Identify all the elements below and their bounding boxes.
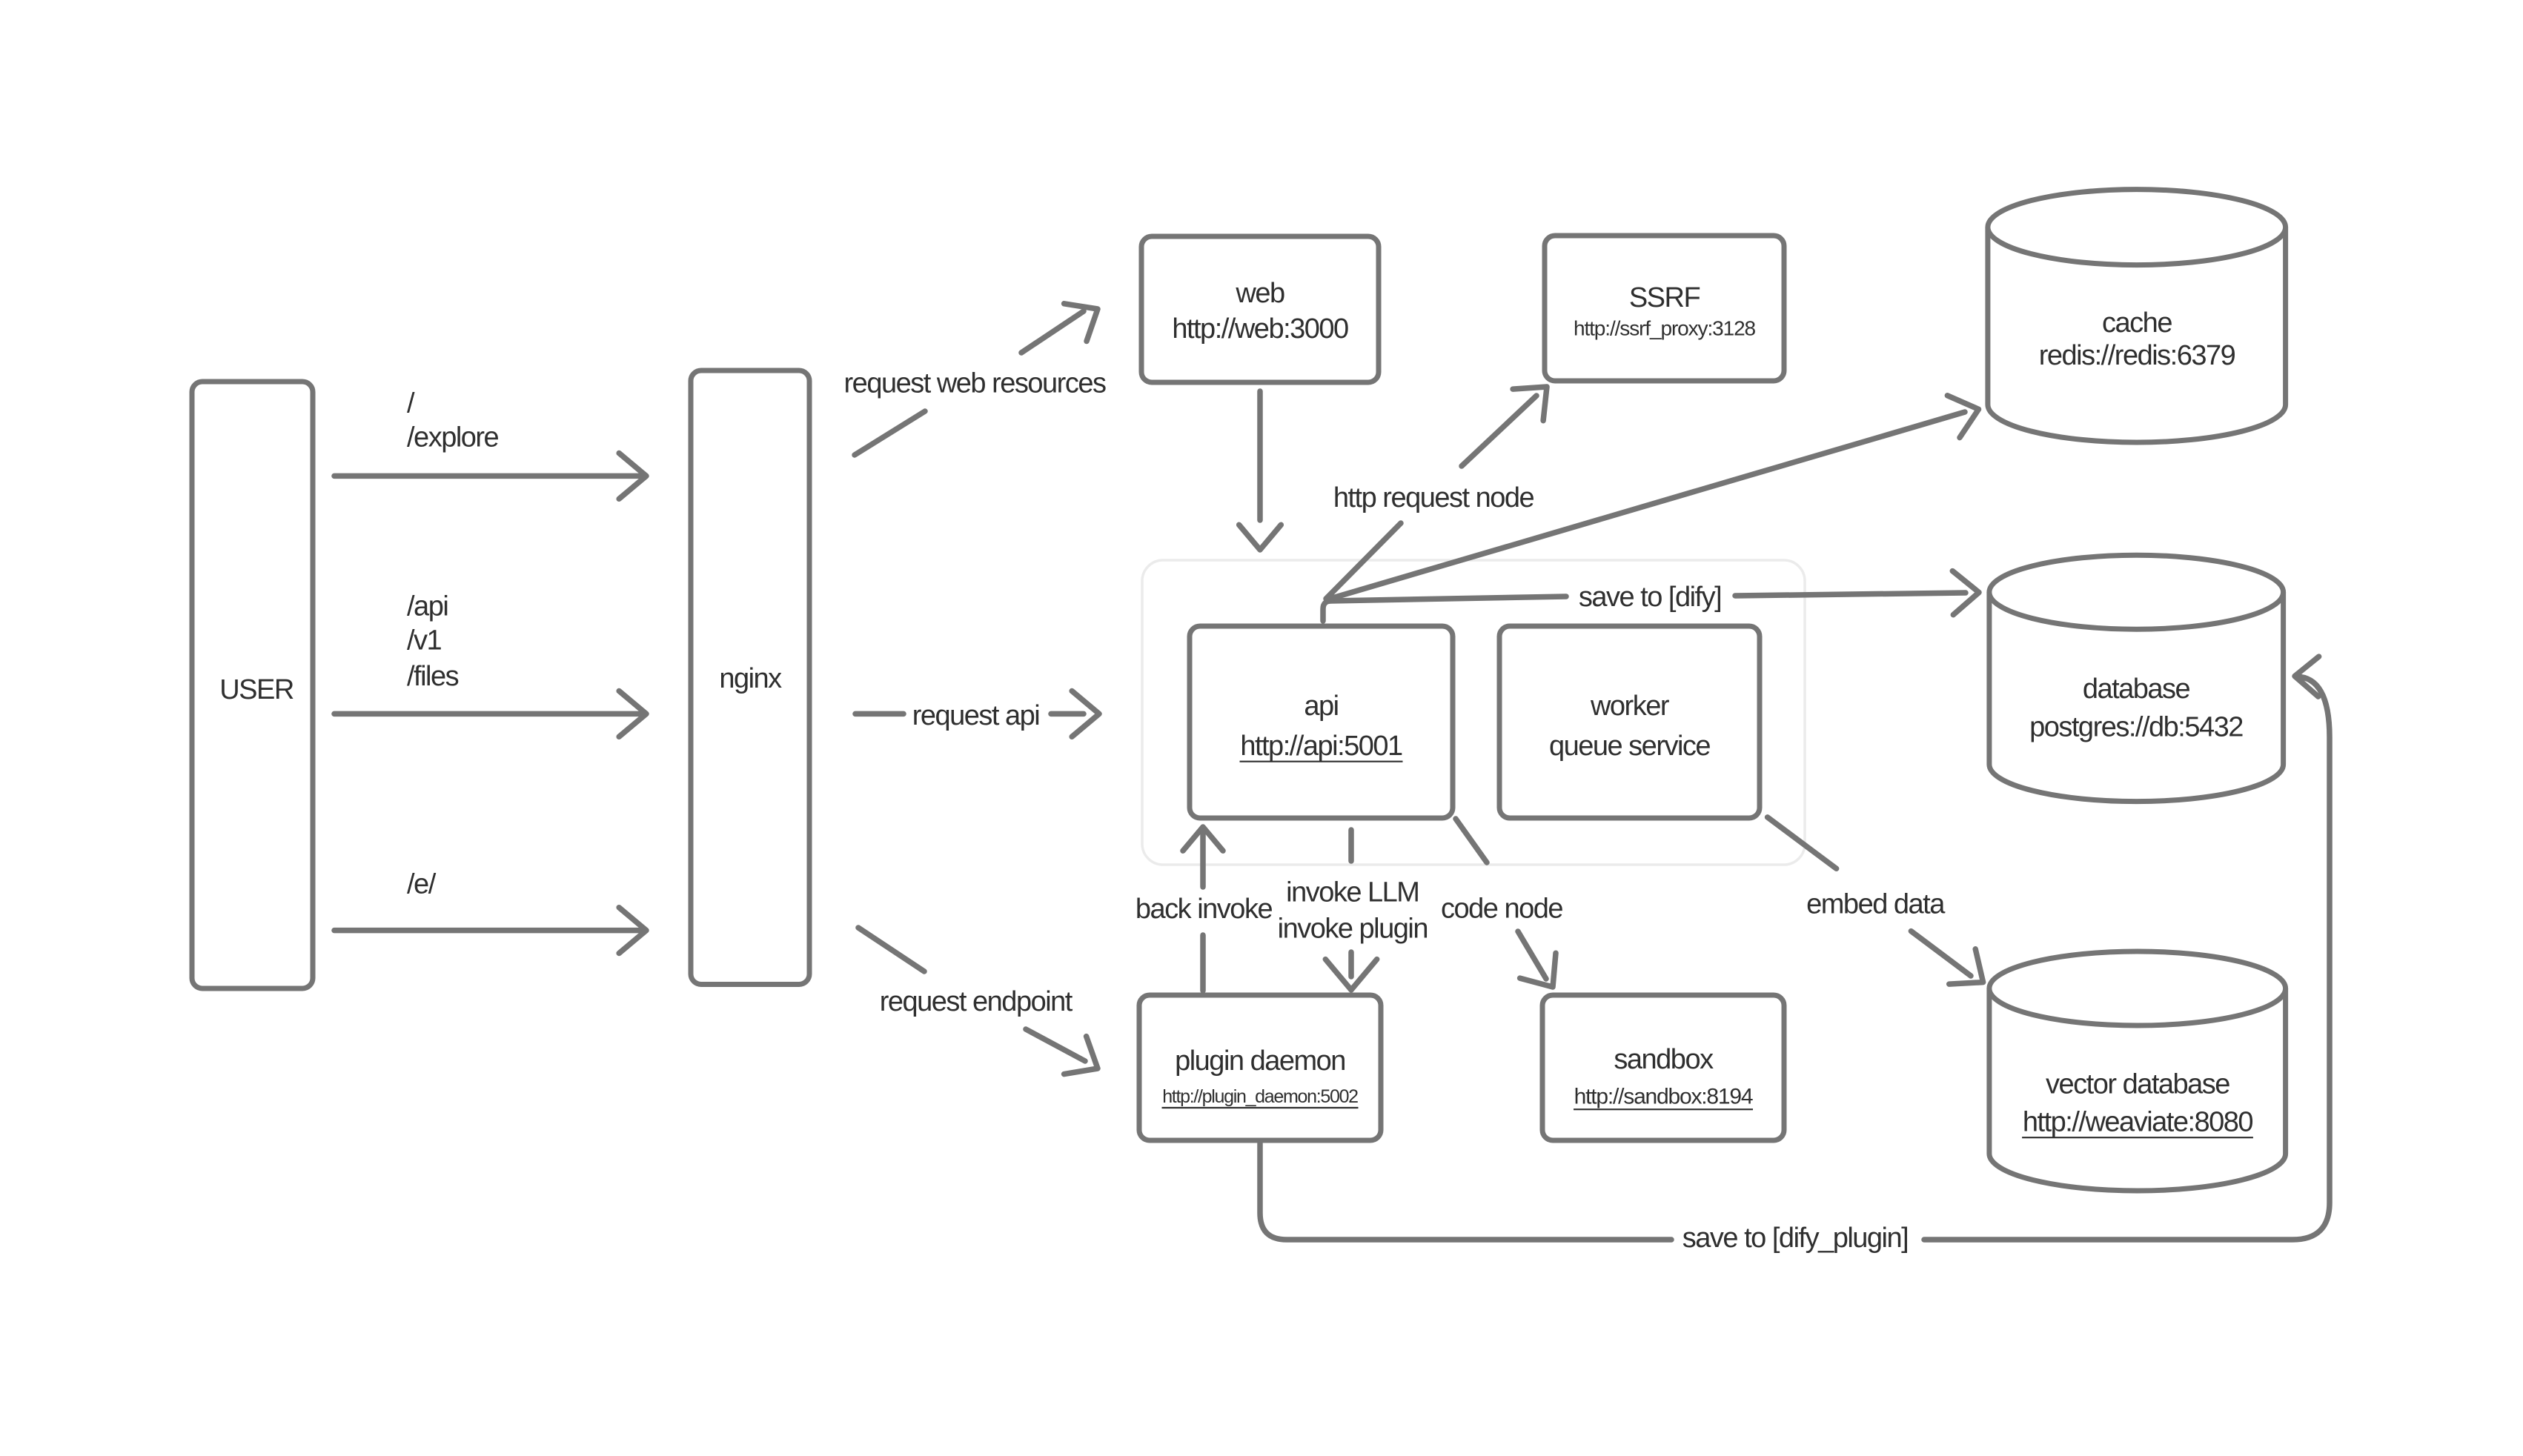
svg-text:nginx: nginx [719, 663, 782, 694]
svg-text:SSRF: SSRF [1629, 282, 1700, 313]
svg-text:back invoke: back invoke [1135, 894, 1273, 925]
svg-text:sandbox: sandbox [1614, 1044, 1714, 1075]
svg-text:plugin daemon: plugin daemon [1175, 1046, 1345, 1077]
svg-text:request web resources: request web resources [844, 368, 1106, 399]
svg-text:worker: worker [1590, 691, 1670, 722]
svg-text:save to [dify_plugin]: save to [dify_plugin] [1682, 1223, 1908, 1254]
svg-text:http://ssrf_proxy:3128: http://ssrf_proxy:3128 [1574, 317, 1756, 340]
svg-text:USER: USER [219, 674, 294, 705]
svg-text:/: / [407, 388, 415, 419]
svg-text:http://weaviate:8080: http://weaviate:8080 [2023, 1107, 2252, 1138]
svg-text:save to [dify]: save to [dify] [1579, 582, 1721, 613]
svg-text:cache: cache [2102, 308, 2172, 339]
svg-text:/explore: /explore [407, 422, 499, 453]
svg-text:api: api [1304, 691, 1338, 722]
svg-text:queue service: queue service [1549, 731, 1710, 762]
svg-text:http://sandbox:8194: http://sandbox:8194 [1574, 1085, 1753, 1109]
svg-text:request api: request api [912, 700, 1040, 731]
svg-text:/e/: /e/ [407, 869, 437, 900]
svg-text:vector database: vector database [2046, 1069, 2229, 1100]
svg-text:http://plugin_daemon:5002: http://plugin_daemon:5002 [1162, 1086, 1358, 1107]
svg-text:/api: /api [407, 591, 448, 622]
svg-text:embed data: embed data [1806, 889, 1946, 920]
svg-text:postgres://db:5432: postgres://db:5432 [2029, 712, 2243, 743]
svg-text:invoke LLM: invoke LLM [1286, 877, 1419, 908]
svg-text:/files: /files [407, 661, 459, 692]
svg-text:request endpoint: request endpoint [880, 986, 1073, 1017]
svg-text:http request node: http request node [1333, 482, 1534, 513]
svg-text:http://api:5001: http://api:5001 [1240, 731, 1402, 762]
svg-text:invoke plugin: invoke plugin [1278, 914, 1428, 945]
svg-text:redis://redis:6379: redis://redis:6379 [2039, 340, 2235, 371]
svg-text:database: database [2083, 674, 2190, 705]
svg-text:http://web:3000: http://web:3000 [1172, 313, 1348, 345]
svg-text:web: web [1235, 278, 1284, 309]
svg-text:code node: code node [1441, 894, 1562, 925]
svg-text:/v1: /v1 [407, 625, 442, 656]
